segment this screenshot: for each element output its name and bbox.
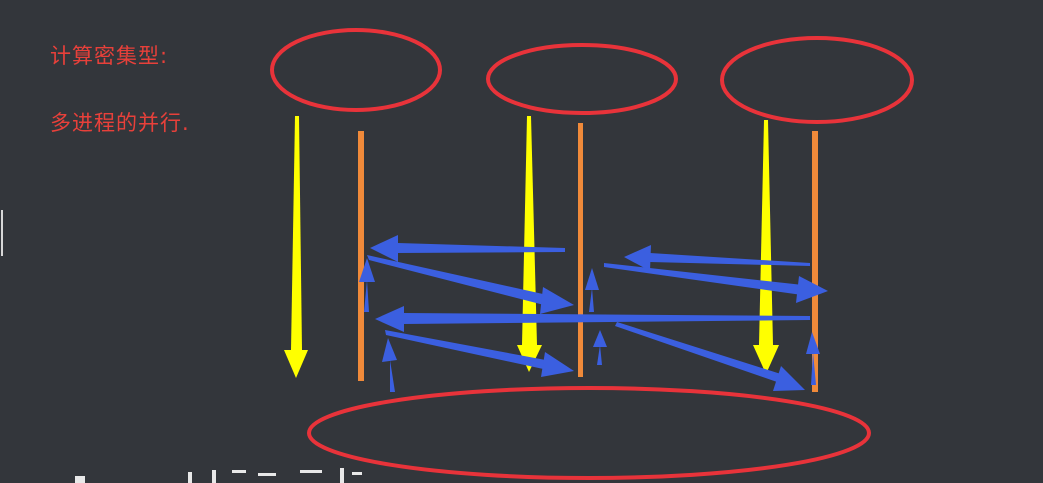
switch-arrow-up-5 bbox=[806, 332, 820, 385]
process-ellipse-1 bbox=[270, 28, 442, 112]
switch-arrow-up-3 bbox=[585, 268, 599, 312]
bottom-ellipse bbox=[307, 386, 871, 480]
switch-arrow-g bbox=[615, 322, 805, 391]
text-cursor-icon bbox=[1, 210, 3, 256]
execution-arrow-1 bbox=[284, 116, 308, 378]
switch-arrow-c bbox=[624, 245, 810, 271]
switch-arrow-up-4 bbox=[593, 330, 607, 365]
switch-arrow-d bbox=[604, 263, 828, 303]
switch-arrow-a bbox=[370, 235, 565, 262]
process-ellipse-3 bbox=[720, 36, 914, 124]
switch-arrow-up-2 bbox=[382, 338, 397, 392]
execution-arrow-2 bbox=[517, 116, 542, 372]
switch-arrow-e bbox=[375, 306, 810, 332]
partial-text-fragment bbox=[75, 468, 362, 483]
process-ellipse-2 bbox=[486, 43, 678, 115]
annotation-compute-intensive: 计算密集型: bbox=[50, 44, 169, 68]
process-line-2 bbox=[578, 123, 583, 377]
process-line-3 bbox=[812, 131, 818, 392]
annotation-multiprocess-parallel: 多进程的并行. bbox=[50, 111, 190, 135]
execution-arrow-3 bbox=[753, 120, 779, 374]
switch-arrow-b bbox=[367, 255, 574, 314]
switch-arrow-f bbox=[385, 330, 574, 377]
switch-arrow-up-1 bbox=[359, 258, 375, 312]
process-line-1 bbox=[358, 131, 364, 381]
